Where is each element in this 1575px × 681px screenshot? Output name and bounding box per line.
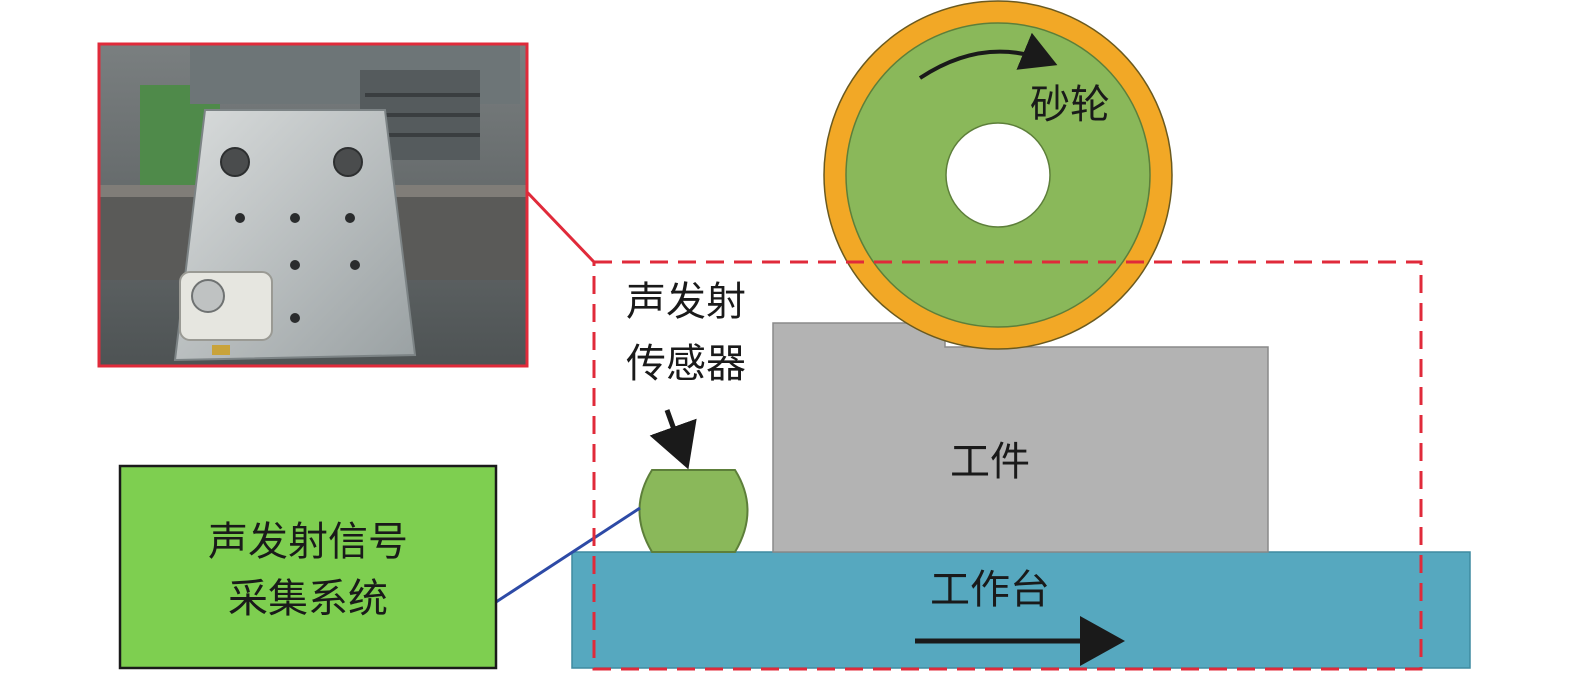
workpiece: [772, 322, 1269, 553]
sensor-label-line1: 声发射: [626, 279, 746, 325]
table-label: 工作台: [930, 567, 1050, 613]
workpiece-label: 工件: [950, 439, 1030, 485]
ae-sensor: [638, 469, 749, 553]
acquisition-system-box: [118, 464, 498, 670]
signal-connector: [495, 506, 641, 604]
sensor-mount-photo: [97, 42, 529, 368]
system-label-line2: 采集系统: [228, 576, 388, 622]
system-label-line1: 声发射信号: [208, 519, 408, 565]
sensor-label-line2: 传感器: [626, 341, 746, 387]
work-table: [571, 551, 1471, 669]
down-arrow-icon: [649, 409, 697, 470]
callout-leader: [525, 190, 596, 264]
wheel-label: 砂轮: [1030, 82, 1110, 128]
curved-arrow-icon: [918, 32, 1058, 80]
